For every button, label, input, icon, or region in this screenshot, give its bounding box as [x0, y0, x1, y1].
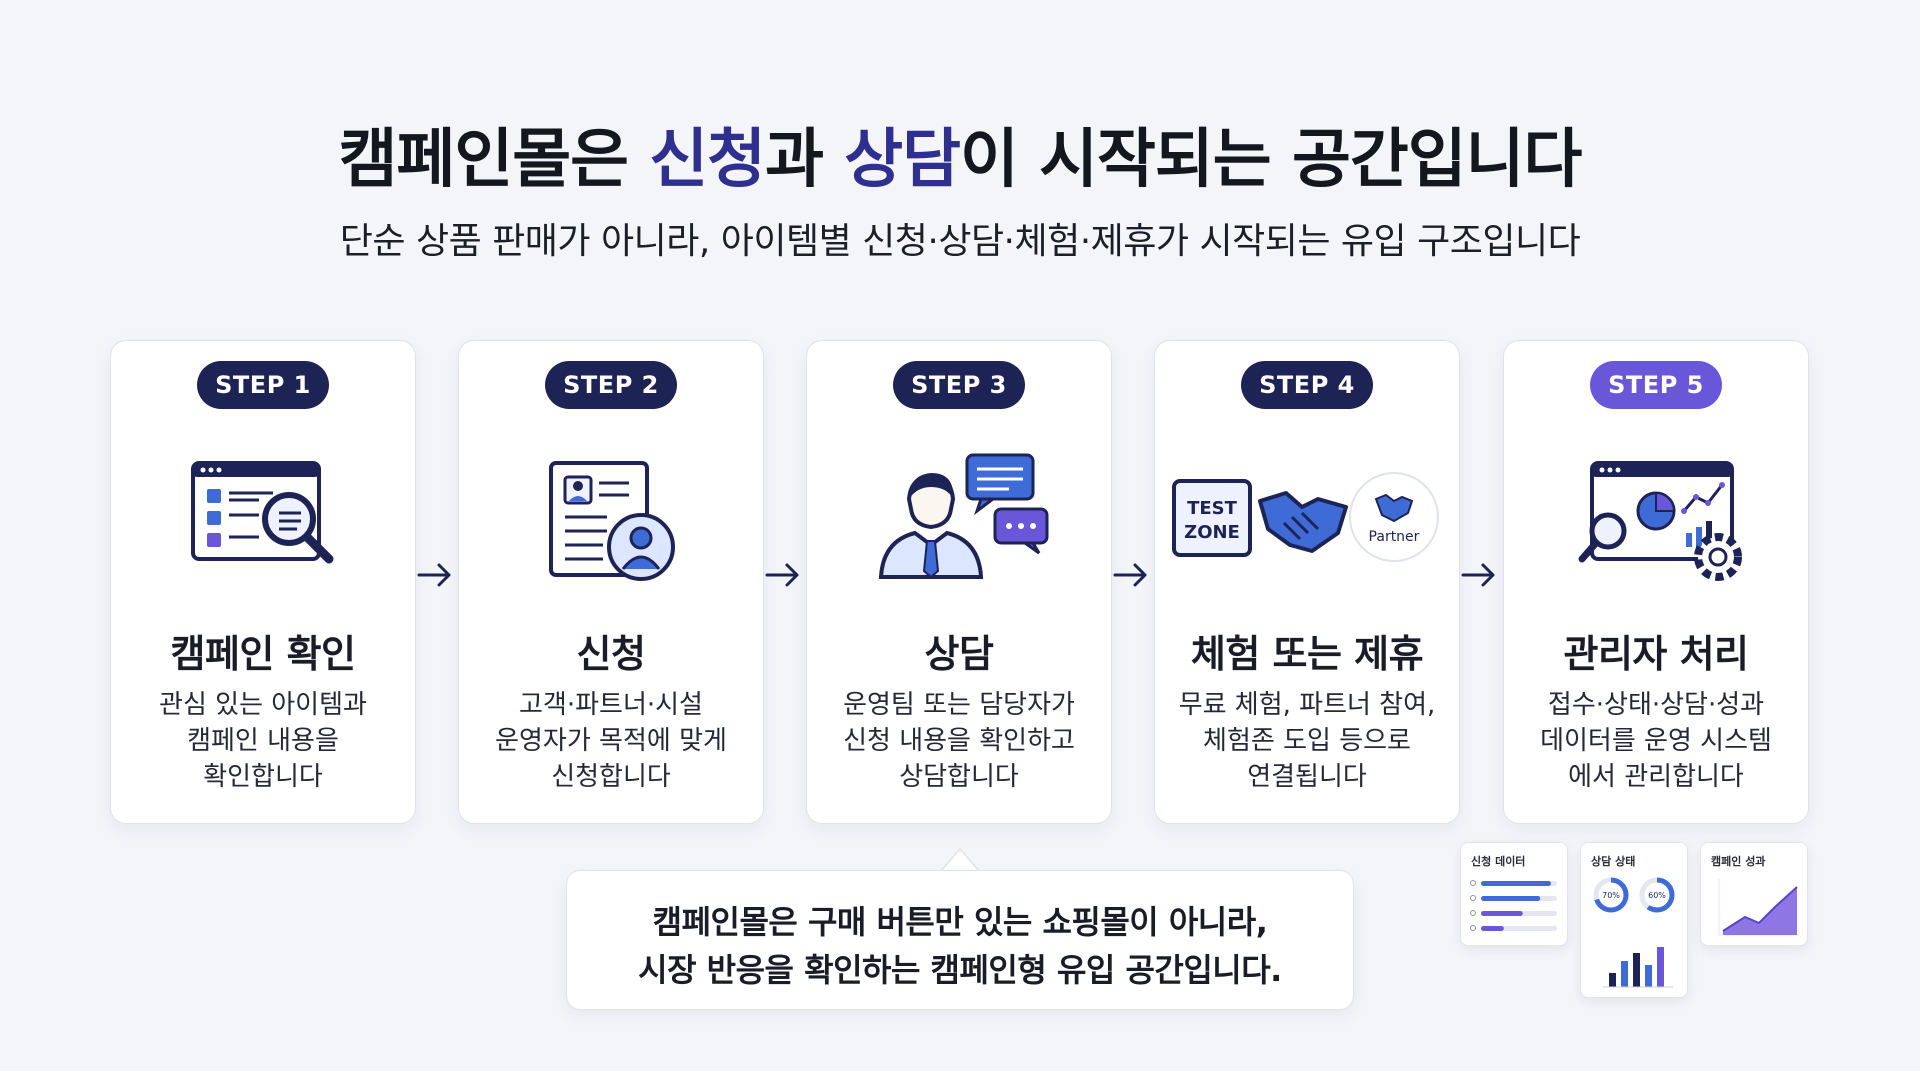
- step-description: 고객·파트너·시설 운영자가 목적에 맞게 신청합니다: [469, 687, 753, 795]
- step-desc-line: 운영자가 목적에 맞게: [495, 726, 727, 756]
- step-desc-line: 확인합니다: [203, 762, 323, 792]
- step-desc-line: 연결됩니다: [1247, 762, 1367, 792]
- step-badge: STEP 1: [197, 361, 329, 409]
- application-form-icon: [549, 461, 675, 581]
- step-desc-line: 상담합니다: [899, 762, 1019, 792]
- row-marker: [1470, 880, 1476, 886]
- mini-card-campaign-performance: 캠페인 성과: [1700, 842, 1808, 946]
- test-zone-text: ZONE: [1184, 522, 1240, 543]
- step-description: 운영팀 또는 담당자가 신청 내용을 확인하고 상담합니다: [817, 687, 1101, 795]
- callout-text: 시장 반응을 확인하는 캠페인형 유입 공간입니다.: [638, 951, 1282, 989]
- mini-card-title: 신청 데이터: [1471, 855, 1526, 868]
- title-highlight-consult: 상담: [844, 123, 961, 197]
- step-badge: STEP 2: [545, 361, 677, 409]
- performance-line: [1722, 886, 1798, 932]
- partner-text: Partner: [1369, 529, 1420, 545]
- step-description: 무료 체험, 파트너 참여, 체험존 도입 등으로 연결됩니다: [1165, 687, 1449, 795]
- step-card-4: STEP 4 TEST ZONE Partner 체험 또는 제휴 무료 체험,…: [1154, 340, 1460, 824]
- step-badge: STEP 5: [1590, 361, 1722, 409]
- status-bar: [1609, 973, 1616, 987]
- callout-text: 캠페인몰은 구매 버튼만 있는 쇼핑몰이 아니라,: [652, 903, 1268, 941]
- apply-bar: [1481, 881, 1551, 886]
- page-title: 캠페인몰은 신청과 상담이 시작되는 공간입니다: [0, 108, 1920, 200]
- row-marker: [1470, 895, 1476, 901]
- step-desc-line: 운영팀 또는 담당자가: [843, 690, 1075, 720]
- performance-area: [1723, 887, 1797, 935]
- mini-card-consult-status: 상담 상태 70% 60%: [1580, 842, 1688, 998]
- arrow-right-icon: [417, 563, 451, 587]
- test-zone-text: TEST: [1187, 498, 1238, 519]
- step-card-5: STEP 5 관리자 처리 접수·상태·상담·성과 데이터를 운영 시스템 에서…: [1503, 340, 1809, 824]
- apply-bar-list: [1470, 880, 1557, 931]
- step-card-3: STEP 3 상담 운영팀 또는 담당자가 신청 내용을 확인하고 상담합니다: [806, 340, 1112, 824]
- donut-label: 60%: [1648, 891, 1666, 900]
- step-desc-line: 체험존 도입 등으로: [1203, 726, 1411, 756]
- arrow-right-icon: [1113, 563, 1147, 587]
- mini-card-title: 상담 상태: [1591, 855, 1636, 868]
- apply-bar: [1481, 911, 1523, 916]
- donut-progress: [1593, 877, 1629, 913]
- status-bar: [1657, 947, 1664, 987]
- page-subtitle: 단순 상품 판매가 아니라, 아이템별 신청·상담·체험·제휴가 시작되는 유입…: [339, 221, 1581, 262]
- step-title: 관리자 처리: [1563, 632, 1749, 676]
- step-desc-line: 고객·파트너·시설: [519, 690, 703, 720]
- step-desc-line: 접수·상태·상담·성과: [1547, 690, 1765, 720]
- browser-search-icon: [191, 461, 334, 564]
- arrow-right-icon: [765, 563, 799, 587]
- consultant-chat-icon: [878, 453, 1049, 579]
- status-bar: [1645, 965, 1652, 987]
- donut-label: 70%: [1602, 891, 1620, 900]
- row-marker: [1470, 910, 1476, 916]
- step-badge: STEP 4: [1241, 361, 1373, 409]
- callout-pointer: [940, 848, 980, 872]
- step-desc-line: 데이터를 운영 시스템: [1540, 726, 1772, 756]
- title-highlight-apply: 신청: [649, 123, 766, 197]
- step-description: 접수·상태·상담·성과 데이터를 운영 시스템 에서 관리합니다: [1514, 687, 1798, 795]
- row-marker: [1470, 925, 1476, 931]
- step-card-1: STEP 1 캠페인 확인 관심 있는 아이템과 캠페인 내용을 확인합니다: [110, 340, 416, 824]
- performance-area-chart: [1718, 879, 1799, 936]
- step-badge: STEP 3: [893, 361, 1025, 409]
- step-desc-line: 에서 관리합니다: [1568, 762, 1744, 792]
- step-desc-line: 무료 체험, 파트너 참여,: [1178, 690, 1436, 720]
- mini-card-apply-data: 신청 데이터: [1460, 842, 1568, 946]
- step-desc-line: 관심 있는 아이템과: [159, 690, 367, 720]
- mini-card-title: 캠페인 성과: [1711, 855, 1766, 868]
- handshake-icon: TEST ZONE Partner: [1172, 472, 1439, 562]
- apply-bar: [1481, 896, 1541, 901]
- step-description: 관심 있는 아이템과 캠페인 내용을 확인합니다: [121, 687, 405, 795]
- step-title: 캠페인 확인: [170, 632, 356, 676]
- apply-bar: [1481, 926, 1504, 931]
- arrow-right-icon: [1461, 563, 1495, 587]
- step-desc-line: 신청 내용을 확인하고: [843, 726, 1075, 756]
- consult-status-chart: 70% 60%: [1593, 877, 1675, 988]
- status-bar: [1621, 961, 1628, 987]
- title-text: 캠페인몰은: [338, 123, 650, 197]
- summary-callout: 캠페인몰은 구매 버튼만 있는 쇼핑몰이 아니라, 시장 반응을 확인하는 캠페…: [566, 870, 1354, 1010]
- step-title: 체험 또는 제휴: [1190, 632, 1424, 676]
- title-text: 과: [765, 123, 845, 197]
- step-title: 신청: [576, 632, 646, 676]
- donut-progress: [1639, 877, 1675, 913]
- admin-dashboard-icon: [1578, 461, 1742, 581]
- step-card-2: STEP 2 신청 고객·파트너·시설 운영자가 목적에 맞게 신청합니다: [458, 340, 764, 824]
- step-title: 상담: [924, 632, 994, 676]
- step-desc-line: 캠페인 내용을: [187, 726, 339, 756]
- status-bar: [1633, 953, 1640, 987]
- step-desc-line: 신청합니다: [551, 762, 671, 792]
- title-text: 이 시작되는 공간입니다: [960, 123, 1582, 197]
